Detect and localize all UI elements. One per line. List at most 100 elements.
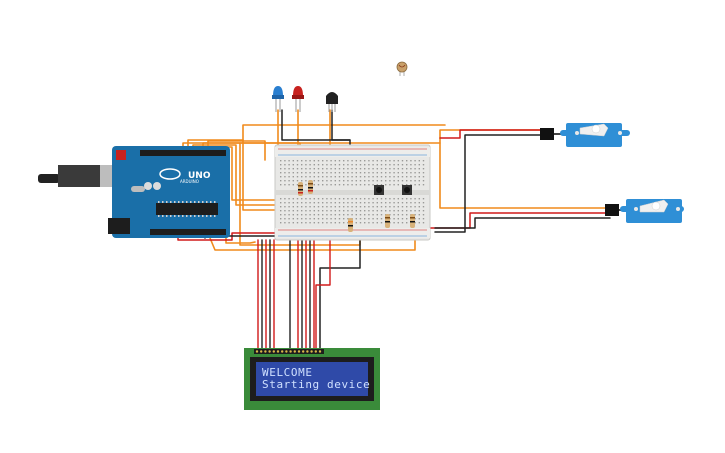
breadboard-hole [309, 210, 311, 212]
breadboard-hole [292, 184, 294, 186]
breadboard-hole [326, 184, 328, 186]
breadboard-hole [301, 168, 303, 170]
breadboard-hole [292, 176, 294, 178]
breadboard-hole [372, 184, 374, 186]
breadboard-hole [280, 222, 282, 224]
breadboard-hole [280, 198, 282, 200]
breadboard-hole [355, 206, 357, 208]
breadboard-bottom-rail [275, 228, 430, 238]
breadboard-hole [372, 176, 374, 178]
breadboard-hole [288, 172, 290, 174]
breadboard-hole [406, 222, 408, 224]
breadboard-hole [414, 198, 416, 200]
resistor-3[interactable] [348, 218, 353, 232]
lcd-pin [310, 350, 313, 353]
lcd-module[interactable] [244, 348, 380, 410]
breadboard-hole [338, 180, 341, 182]
servo-1[interactable] [540, 123, 630, 147]
resistor-2[interactable] [308, 180, 313, 194]
breadboard-hole [280, 164, 282, 166]
breadboard-hole [422, 210, 425, 212]
arduino-uno[interactable]: ARDUINO UNO [38, 146, 230, 238]
breadboard-hole [368, 172, 370, 174]
breadboard-hole [292, 202, 294, 204]
servo-2[interactable] [605, 199, 684, 223]
breadboard-hole [301, 222, 303, 224]
breadboard-hole [376, 202, 378, 204]
breadboard-hole [338, 206, 341, 208]
chip-pin [206, 215, 208, 217]
breadboard-hole [368, 202, 370, 204]
breadboard-hole [351, 214, 353, 216]
breadboard-hole [326, 202, 328, 204]
breadboard-hole [410, 210, 412, 212]
breadboard-hole [292, 218, 294, 220]
lcd-pin [302, 350, 305, 353]
breadboard-hole [385, 180, 387, 182]
pushbutton-1[interactable] [374, 185, 384, 195]
breadboard-hole [401, 168, 404, 170]
breadboard-hole [305, 218, 307, 220]
breadboard-hole [326, 198, 328, 200]
resistor-1[interactable] [298, 182, 303, 196]
lcd-pin-header [254, 349, 324, 354]
breadboard-hole [284, 214, 286, 216]
breadboard-hole [313, 184, 315, 186]
breadboard-hole [338, 176, 341, 178]
breadboard-hole [372, 168, 374, 170]
breadboard-hole [393, 172, 395, 174]
breadboard-hole [355, 172, 357, 174]
breadboard-hole [284, 222, 286, 224]
reset-button[interactable] [116, 150, 126, 160]
breadboard-hole [313, 206, 315, 208]
breadboard-hole [338, 168, 341, 170]
resistor-4[interactable] [385, 214, 390, 228]
breadboard-hole [292, 198, 294, 200]
led-blue[interactable] [272, 86, 284, 112]
breadboard-holes [280, 160, 425, 224]
breadboard-hole [397, 168, 399, 170]
temperature-sensor[interactable] [326, 92, 338, 112]
breadboard-hole [338, 214, 341, 216]
lcd-pins [255, 350, 322, 353]
breadboard-hole [322, 206, 324, 208]
breadboard-hole [406, 198, 408, 200]
breadboard-hole [380, 222, 383, 224]
breadboard-hole [330, 172, 332, 174]
breadboard-hole [414, 202, 416, 204]
breadboard-hole [317, 164, 320, 166]
led-red[interactable] [292, 86, 304, 112]
breadboard[interactable] [274, 144, 431, 241]
breadboard-hole [317, 214, 320, 216]
resistor-5[interactable] [410, 214, 415, 228]
breadboard-hole [389, 214, 391, 216]
breadboard-hole [355, 164, 357, 166]
breadboard-hole [313, 222, 315, 224]
breadboard-hole [355, 198, 357, 200]
pushbutton-2[interactable] [402, 185, 412, 195]
breadboard-hole [389, 180, 391, 182]
breadboard-hole [418, 218, 420, 220]
wire-black-3 [434, 134, 546, 233]
breadboard-hole [364, 206, 366, 208]
breadboard-hole [313, 198, 315, 200]
breadboard-hole [284, 198, 286, 200]
breadboard-hole [406, 168, 408, 170]
breadboard-hole [351, 160, 353, 162]
breadboard-hole [326, 176, 328, 178]
breadboard-hole [305, 172, 307, 174]
breadboard-hole [389, 172, 391, 174]
breadboard-hole [368, 176, 370, 178]
breadboard-hole [347, 168, 349, 170]
breadboard-hole [301, 214, 303, 216]
lcd-line-2: Starting device [262, 378, 371, 391]
breadboard-hole [406, 176, 408, 178]
breadboard-hole [410, 172, 412, 174]
photoresistor[interactable] [396, 61, 408, 76]
breadboard-hole [393, 164, 395, 166]
breadboard-hole [322, 168, 324, 170]
breadboard-hole [401, 160, 404, 162]
breadboard-hole [355, 202, 357, 204]
breadboard-hole [380, 172, 383, 174]
